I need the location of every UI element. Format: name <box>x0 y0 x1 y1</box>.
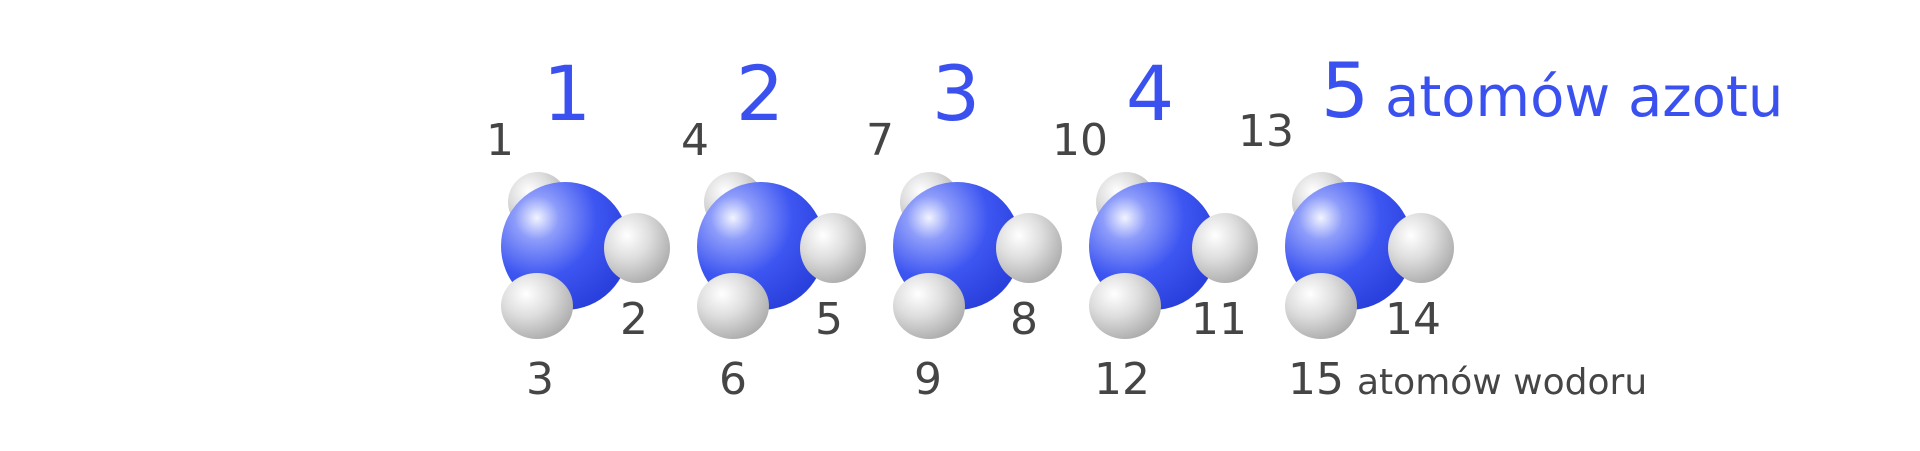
ammonia-molecule <box>697 172 866 339</box>
hydrogen-count-number: 13 <box>1238 106 1294 157</box>
nitrogen-count-number: 3 <box>932 49 980 138</box>
hydrogen-atom-right <box>1388 213 1454 283</box>
hydrogen-count-number: 5 <box>815 294 843 345</box>
hydrogen-count-number: 11 <box>1191 294 1247 345</box>
hydrogen-count-number: 3 <box>526 354 554 405</box>
hydrogen-atom-bottom <box>501 273 573 339</box>
ammonia-molecule <box>1089 172 1258 339</box>
hydrogen-count-number: 14 <box>1385 294 1441 345</box>
ammonia-molecule <box>1285 172 1454 339</box>
hydrogen-count-number: 9 <box>914 354 942 405</box>
ammonia-molecule <box>501 172 670 339</box>
hydrogen-count-number: 8 <box>1010 294 1038 345</box>
hydrogen-caption: atomów wodoru <box>1357 362 1647 403</box>
nitrogen-caption: atomów azotu <box>1385 65 1783 130</box>
hydrogen-atom-bottom <box>893 273 965 339</box>
hydrogen-count-number: 7 <box>866 115 894 166</box>
hydrogen-atom-right <box>996 213 1062 283</box>
hydrogen-atom-right <box>604 213 670 283</box>
nitrogen-count-number: 5 <box>1321 46 1369 135</box>
hydrogen-atom-right <box>800 213 866 283</box>
hydrogen-count-number: 1 <box>486 115 514 166</box>
hydrogen-count-number: 2 <box>620 294 648 345</box>
hydrogen-atom-bottom <box>1089 273 1161 339</box>
nitrogen-count-number: 1 <box>543 49 591 138</box>
hydrogen-atom-bottom <box>697 273 769 339</box>
hydrogen-count-number: 4 <box>681 115 709 166</box>
nitrogen-count-number: 4 <box>1126 49 1174 138</box>
ammonia-molecule <box>893 172 1062 339</box>
hydrogen-count-number: 15 <box>1288 354 1344 405</box>
nitrogen-count-number: 2 <box>736 49 784 138</box>
hydrogen-atom-right <box>1192 213 1258 283</box>
hydrogen-count-number: 12 <box>1094 354 1150 405</box>
hydrogen-atom-bottom <box>1285 273 1357 339</box>
molecules-layer <box>501 172 1454 339</box>
hydrogen-count-number: 10 <box>1052 115 1108 166</box>
hydrogen-count-number: 6 <box>719 354 747 405</box>
